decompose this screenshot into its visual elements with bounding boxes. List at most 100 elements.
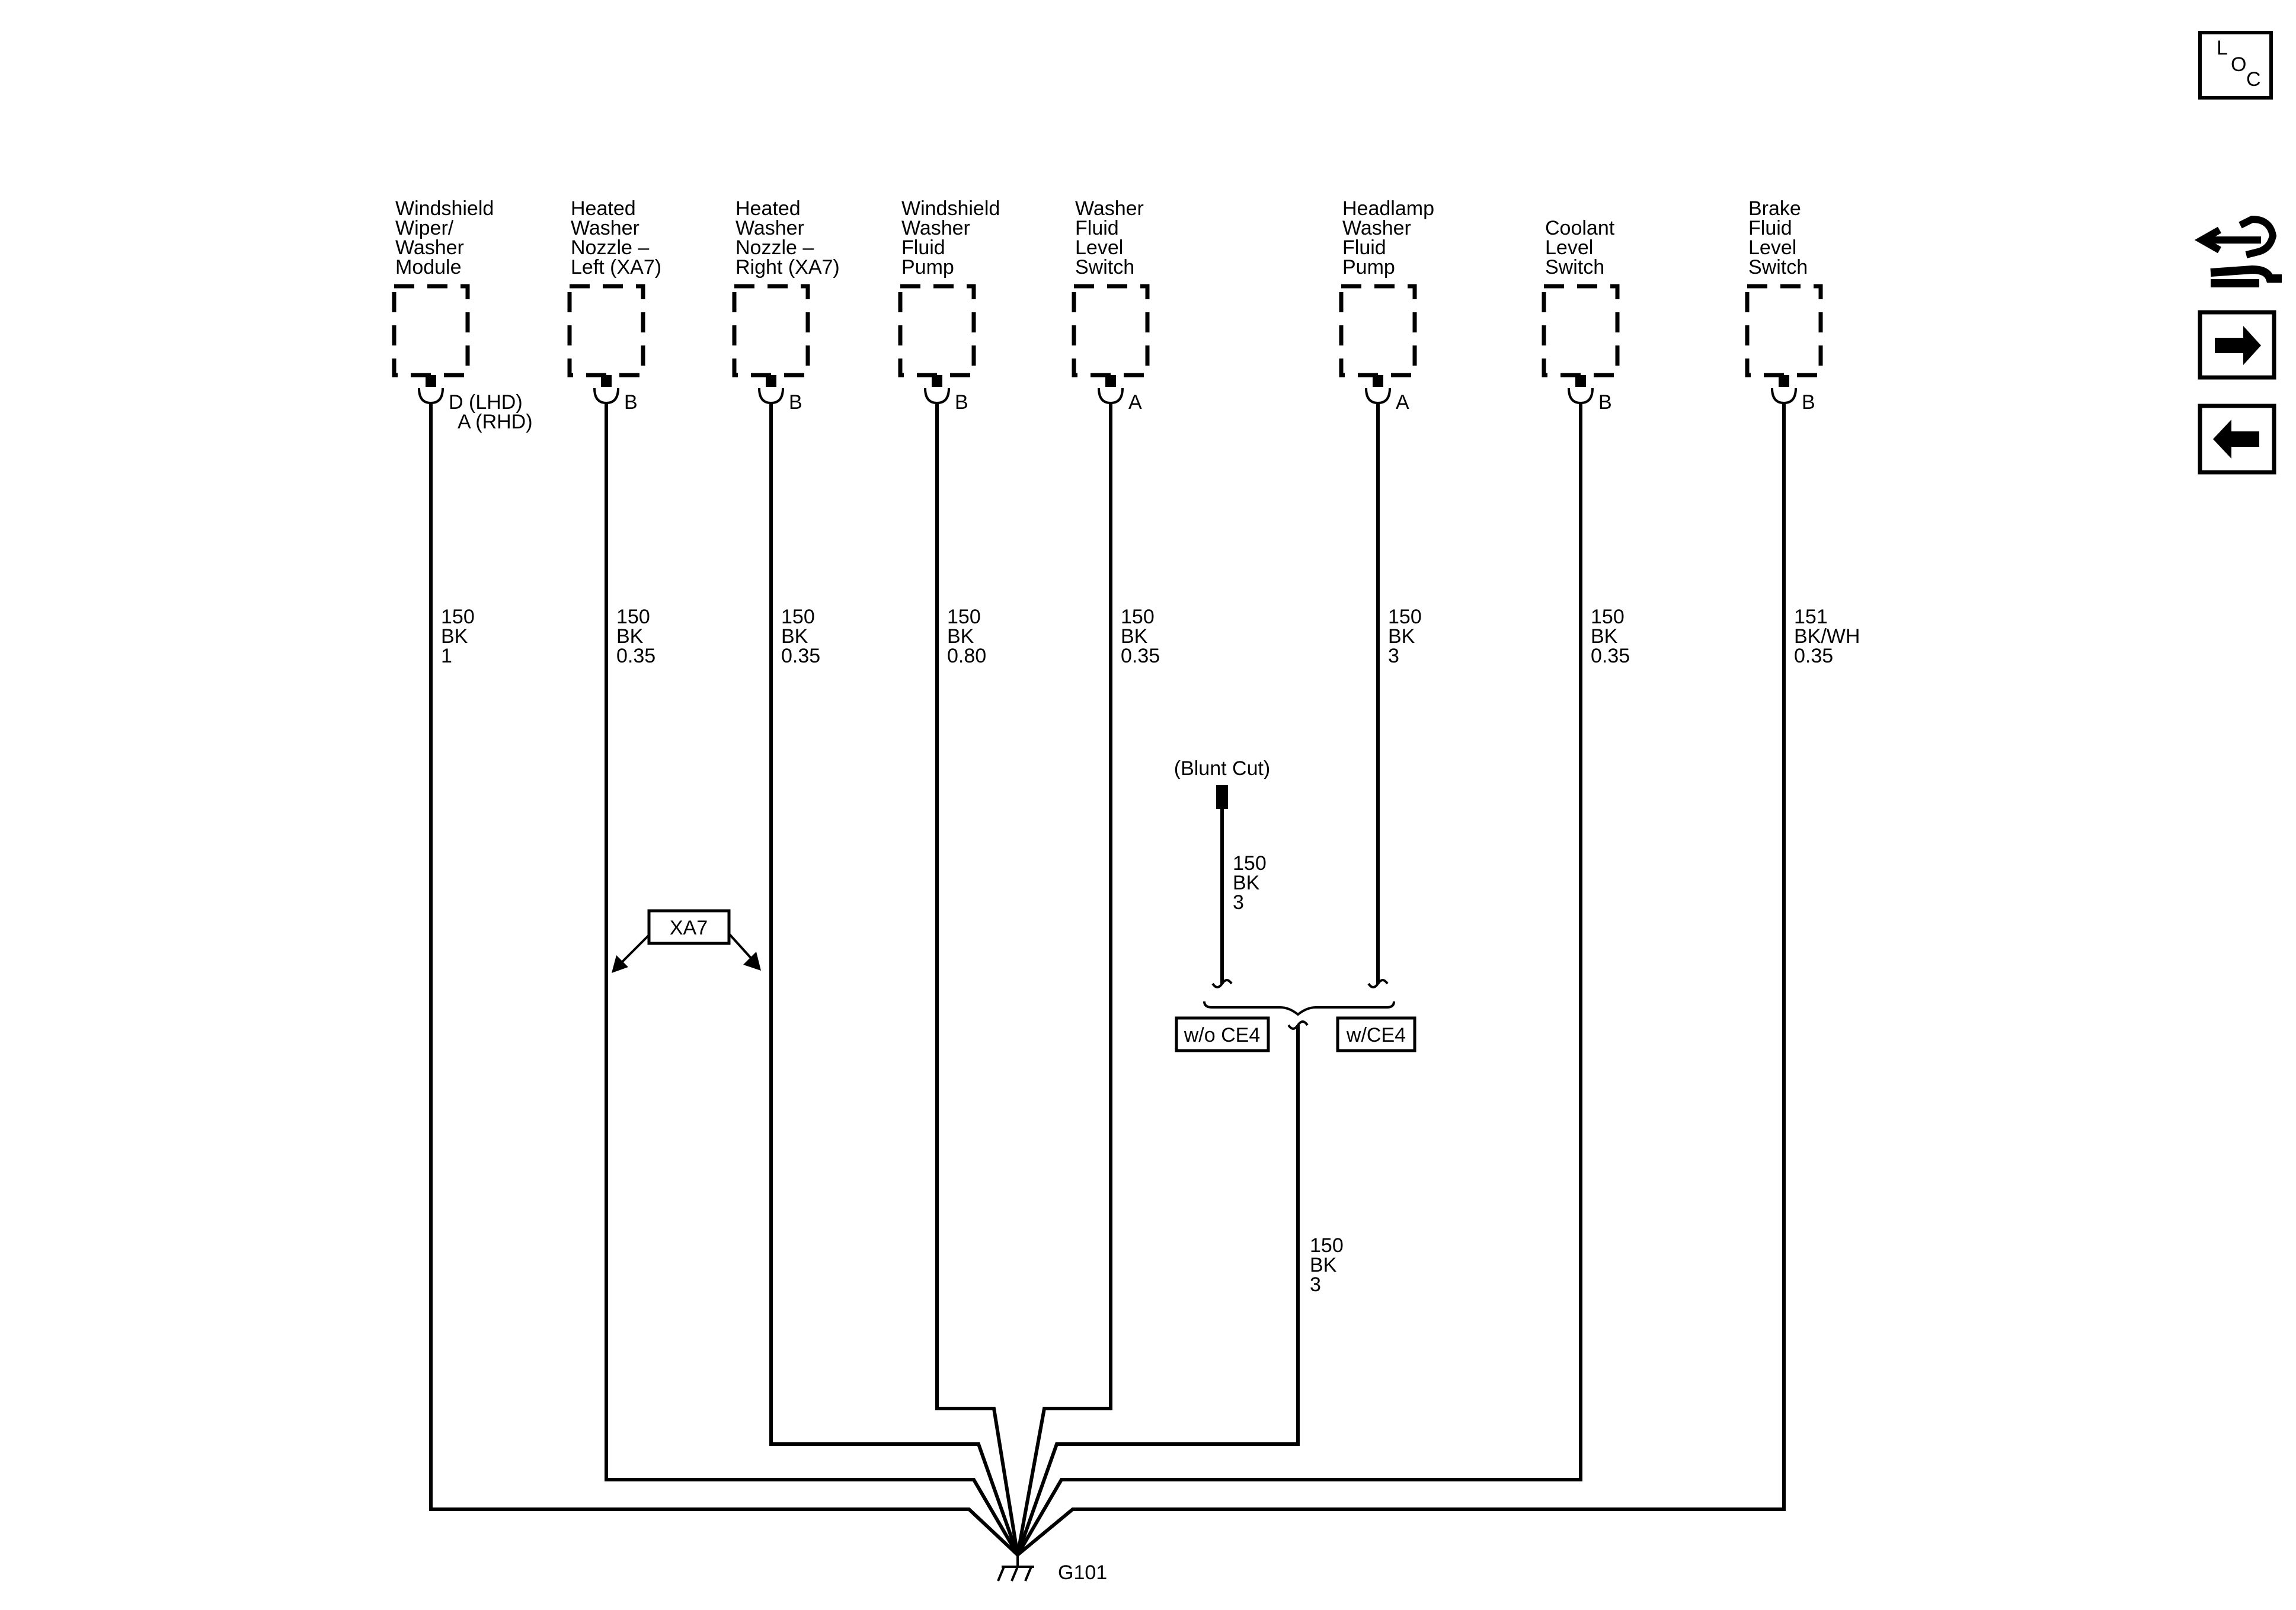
loc-letter: L — [2217, 37, 2228, 59]
connector-pin — [766, 375, 776, 387]
component-box — [1542, 284, 1620, 377]
connector-pin — [932, 375, 942, 387]
arrow-right-icon — [2215, 326, 2261, 365]
connector-cup — [758, 388, 784, 405]
pin-label: A — [1128, 391, 1142, 414]
option-xa7-box: XA7 — [647, 909, 731, 945]
wire-color: BK — [1233, 872, 1260, 894]
connector-cup — [1098, 388, 1124, 405]
component-title-line: Washer — [736, 217, 804, 239]
component-title-line: Pump — [901, 256, 954, 279]
wire-size: 0.80 — [947, 645, 986, 667]
component-title-line: Level — [1075, 236, 1123, 259]
component-title-line: Fluid — [1342, 236, 1386, 259]
wire-size: 0.35 — [616, 645, 655, 667]
component-title-line: Washer — [395, 236, 464, 259]
wire-circuit: 150 — [1388, 606, 1422, 628]
wire-break-mark — [1211, 979, 1233, 988]
component-box — [392, 284, 470, 377]
component-title-line: Right (XA7) — [736, 256, 840, 279]
pin-label: B — [624, 391, 638, 414]
component-box — [1339, 284, 1417, 377]
connector-cup — [418, 388, 444, 405]
ground-label: G101 — [1058, 1561, 1107, 1584]
wire-circuit: 150 — [1233, 852, 1267, 875]
component-box — [1745, 284, 1823, 377]
wire-size: 0.35 — [1794, 645, 1833, 667]
option-bracket — [1203, 1001, 1395, 1016]
arrow-head — [743, 952, 761, 971]
wire-size: 3 — [1310, 1273, 1321, 1296]
wire-windshield-wiper-module — [429, 403, 1019, 1557]
wire-size: 0.35 — [1591, 645, 1630, 667]
blunt-cut-marker — [1216, 785, 1228, 809]
component-title-line: Switch — [1748, 256, 1808, 279]
component-title-line: Coolant — [1545, 217, 1615, 239]
next-page-button[interactable] — [2198, 310, 2276, 380]
wire-color: BK — [1121, 625, 1148, 648]
wire-size: 0.35 — [781, 645, 820, 667]
connector-pin — [1373, 375, 1383, 387]
pin-label: B — [789, 391, 802, 414]
pin-label: D (LHD) — [449, 391, 523, 414]
component-title-line: Wiper/ — [395, 217, 454, 239]
wire-color: BK — [441, 625, 468, 648]
wire-color: BK — [616, 625, 644, 648]
component-title-line: Heated — [736, 197, 801, 220]
component-title-line: Level — [1748, 236, 1796, 259]
wire-break-mark — [1367, 979, 1389, 988]
connector-pin — [1779, 375, 1789, 387]
wire-circuit: 151 — [1794, 606, 1828, 628]
loc-icon[interactable]: L O C — [2198, 31, 2273, 100]
connector-cup — [593, 388, 619, 405]
component-title-line: Headlamp — [1342, 197, 1434, 220]
connector-cup — [1771, 388, 1797, 405]
wire-circuit: 150 — [1310, 1234, 1344, 1257]
option-with-ce4-box: w/CE4 — [1336, 1016, 1416, 1052]
wire-brake-fluid-level-switch — [1016, 403, 1786, 1557]
blunt-cut-label: (Blunt Cut) — [1174, 757, 1271, 780]
pin-label: A — [1396, 391, 1409, 414]
component-title-line: Washer — [571, 217, 639, 239]
component-title-line: Pump — [1342, 256, 1395, 279]
pin-label: B — [1598, 391, 1612, 414]
wire-color: BK — [1310, 1254, 1337, 1276]
component-box — [898, 284, 976, 377]
component-title-line: Fluid — [1748, 217, 1792, 239]
merged-wire-label: 150 BK 3 — [1310, 1234, 1344, 1296]
component-title-line: Fluid — [1075, 217, 1119, 239]
wire-circuit: 150 — [947, 606, 981, 628]
arrow-head — [612, 955, 628, 973]
wire-heated-nozzle-left — [605, 403, 1019, 1556]
wire-circuit: 150 — [616, 606, 650, 628]
component-title-line: Switch — [1545, 256, 1604, 279]
arrow-left-icon — [2213, 420, 2259, 459]
wire-color: BK/WH — [1794, 625, 1860, 648]
wire-circuit: 150 — [441, 606, 475, 628]
component-title-line: Nozzle – — [571, 236, 649, 259]
pin-label: A (RHD) — [458, 411, 533, 433]
component-title-line: Washer — [901, 217, 970, 239]
component-title-line: Heated — [571, 197, 636, 220]
ground-icon — [997, 1555, 1032, 1582]
component-title-line: Module — [395, 256, 462, 279]
component-title-line: Washer — [1342, 217, 1411, 239]
component-title-line: Left (XA7) — [571, 256, 661, 279]
connector-pin — [1575, 375, 1586, 387]
wire-coolant-level-switch — [1016, 403, 1582, 1556]
pin-label: B — [1802, 391, 1815, 414]
component-box — [732, 284, 810, 377]
previous-page-button[interactable] — [2198, 404, 2276, 475]
component-title-line: Level — [1545, 236, 1593, 259]
component-title-line: Nozzle – — [736, 236, 814, 259]
wire-ce4-merged — [1016, 1025, 1300, 1555]
connector-swap-icon[interactable] — [2194, 215, 2282, 287]
wire-break-mark — [1287, 1020, 1309, 1030]
component-title-line: Switch — [1075, 256, 1134, 279]
